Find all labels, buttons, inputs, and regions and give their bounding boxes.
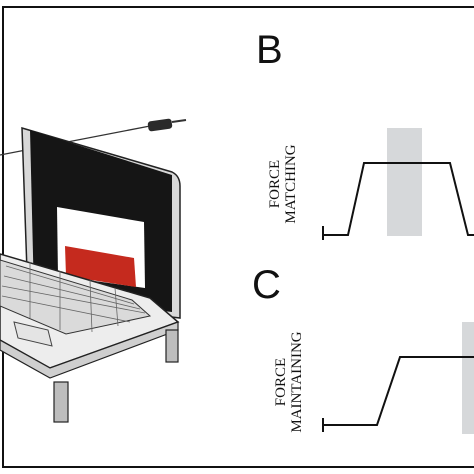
panel-label-b: B bbox=[256, 28, 283, 72]
laptop-icon bbox=[0, 118, 187, 423]
axis-label-force-maintaining: FORCE MAINTAINING bbox=[273, 327, 305, 437]
keyboard bbox=[0, 259, 152, 335]
force-sensor-icon bbox=[147, 118, 187, 132]
axis-label-line: MAINTAINING bbox=[289, 331, 305, 433]
trackpad bbox=[13, 321, 53, 347]
axis-label-line: FORCE bbox=[273, 357, 289, 407]
force-matching-trace bbox=[322, 128, 474, 240]
force-curve bbox=[323, 356, 474, 426]
axis-label-force-matching: FORCE MATCHING bbox=[267, 139, 299, 229]
target-bar bbox=[65, 246, 136, 287]
panel-label-c: C bbox=[252, 263, 281, 307]
figure-frame bbox=[2, 6, 474, 468]
highlight-band bbox=[387, 128, 422, 236]
stand-leg bbox=[53, 381, 69, 423]
force-maintaining-trace bbox=[322, 322, 474, 434]
axis-label-line: MATCHING bbox=[283, 144, 299, 224]
axis-label-line: FORCE bbox=[267, 159, 283, 209]
stand-leg bbox=[165, 329, 179, 363]
highlight-band bbox=[462, 322, 474, 434]
force-curve bbox=[323, 162, 474, 236]
